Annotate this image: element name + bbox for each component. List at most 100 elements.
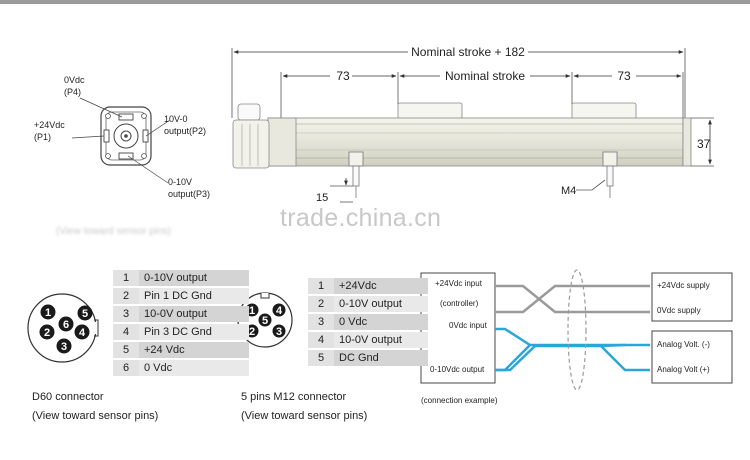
wire-aplus-label: Analog Volt (+) xyxy=(657,365,710,374)
pin-function: Pin 1 DC Gnd xyxy=(139,288,249,304)
blue-wire-2 xyxy=(495,343,650,372)
right-offset-label: 73 xyxy=(617,69,631,83)
d60-connector-drawing: 1 234 5 6 xyxy=(27,293,99,363)
sensor-body xyxy=(232,102,692,198)
m12-subcaption: (View toward sensor pins) xyxy=(241,410,368,422)
pin-p1-name: +24Vdc xyxy=(34,120,65,130)
pin-function: DC Gnd xyxy=(334,350,428,366)
total-length-label: Nominal stroke + 182 xyxy=(411,45,525,59)
total-length-dimension: Nominal stroke + 182 xyxy=(231,45,686,118)
d60-caption: D60 connector xyxy=(32,391,104,403)
pin-p4-label: 0Vdc (P4) xyxy=(64,74,85,98)
pin-function: 0-10V output xyxy=(334,296,428,312)
connector-face-drawing xyxy=(71,97,171,184)
blurred-caption: (View toward sensor pins) xyxy=(56,226,171,237)
pin-number: 4 xyxy=(308,332,334,348)
wire-in0-label: 0Vdc input xyxy=(449,321,487,330)
watermark: trade.china.cn xyxy=(280,204,442,232)
pin-p4-number: (P4) xyxy=(64,87,82,97)
wiring-diagram xyxy=(420,269,733,391)
height-dimension: 37 xyxy=(691,117,714,167)
wire-sup24-label: +24Vdc supply xyxy=(657,281,710,290)
pin-function: 0 Vdc xyxy=(334,314,428,330)
end-cap-right xyxy=(682,117,692,167)
gray-wire-1 xyxy=(495,284,650,314)
m12-row: 1+24Vdc xyxy=(308,278,428,294)
wiring-caption: (connection example) xyxy=(421,396,498,405)
pin-function: +24 Vdc xyxy=(139,342,249,358)
connector-pin-number: 2 xyxy=(44,327,50,339)
connector-pin-number: 3 xyxy=(61,341,67,353)
connector-pin-number: 2 xyxy=(249,326,255,338)
pin-number: 1 xyxy=(113,270,139,286)
connector-pin-number: 5 xyxy=(262,315,268,327)
wire-aminus-label: Analog Volt. (-) xyxy=(657,340,710,349)
foot-dimension: 15 xyxy=(316,178,353,204)
connector-pin-number: 6 xyxy=(63,319,69,331)
top-border xyxy=(0,0,750,4)
pin-function: +24Vdc xyxy=(334,278,428,294)
stroke-dimensions: 73 Nominal stroke 73 xyxy=(280,69,684,118)
foot-label: 15 xyxy=(316,192,328,204)
wire-in24-label: +24Vdc input xyxy=(435,279,482,288)
pin-p4-name: 0Vdc xyxy=(64,75,85,85)
pin-number: 2 xyxy=(308,296,334,312)
wire-out-label: 0-10Vdc output xyxy=(430,365,485,374)
m12-caption: 5 pins M12 connector xyxy=(241,391,347,403)
pin-number: 5 xyxy=(113,342,139,358)
pin-p3-name: 0-10V xyxy=(168,177,193,187)
connector-pin xyxy=(56,338,72,354)
analog-box xyxy=(651,330,733,384)
connector-pin-number: 1 xyxy=(45,307,51,319)
connector-pin xyxy=(77,305,93,321)
connector-pin xyxy=(258,313,272,327)
connector-pin-number: 4 xyxy=(79,327,86,339)
pin-number: 2 xyxy=(113,288,139,304)
connector-pin xyxy=(272,303,286,317)
pin-p3-number: output(P3) xyxy=(168,189,211,199)
gray-wire-2 xyxy=(495,284,650,314)
d60-row: 5+24 Vdc xyxy=(113,342,249,358)
screw-label: M4 xyxy=(561,185,576,197)
pin-function: 0 Vdc xyxy=(139,360,249,376)
wire-controller-label: (controller) xyxy=(440,299,479,308)
pin-number: 1 xyxy=(308,278,334,294)
blue-wire-1 xyxy=(495,327,650,372)
connector-pin xyxy=(39,324,55,340)
left-offset-label: 73 xyxy=(336,69,350,83)
connector-pin-number: 1 xyxy=(249,305,255,317)
pin-number: 5 xyxy=(308,350,334,366)
profile-housing xyxy=(267,117,684,167)
end-cap-left xyxy=(267,117,297,167)
height-label: 37 xyxy=(697,137,711,151)
pin-p1-number: (P1) xyxy=(34,132,52,142)
wire-sup0-label: 0Vdc supply xyxy=(657,306,701,315)
pin-function: 10-0V output xyxy=(334,332,428,348)
pin-number: 6 xyxy=(113,360,139,376)
connector-cap xyxy=(237,103,261,121)
connector-pin-number: 4 xyxy=(276,305,283,317)
pin-p2-number: output(P2) xyxy=(164,126,207,136)
connector-pin xyxy=(40,304,56,320)
connector-pin-number: 5 xyxy=(82,308,88,320)
pin-p2-name: 10V-0 xyxy=(164,114,188,124)
cursor-block-left xyxy=(397,102,463,121)
pin-function: 10-0V output xyxy=(139,306,249,322)
mounting-foot-right xyxy=(602,151,618,198)
connector-pin xyxy=(272,324,286,338)
pin-number: 4 xyxy=(113,324,139,340)
pin-number: 3 xyxy=(308,314,334,330)
pin-number: 3 xyxy=(113,306,139,322)
connector-housing xyxy=(232,119,270,169)
